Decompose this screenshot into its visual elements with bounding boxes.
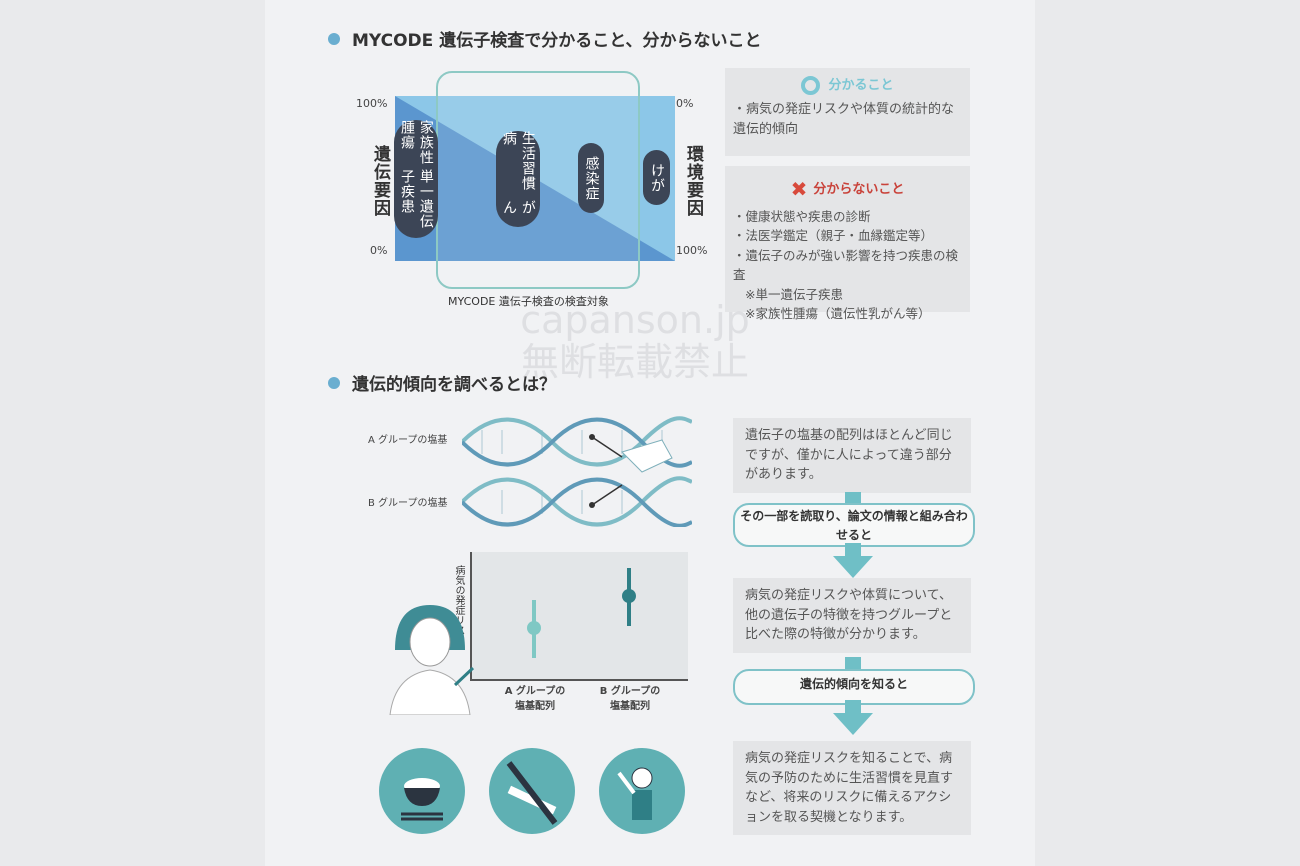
known-box: 分かること ・病気の発症リスクや体質の統計的な遺伝的傾向 bbox=[725, 68, 970, 156]
cross-icon: ✖ bbox=[790, 177, 808, 201]
pill-lifestyle: 生活習慣病がん bbox=[496, 131, 540, 227]
down-arrow-icon bbox=[833, 713, 873, 735]
unknown-box: ✖ 分からないこと ・健康状態や疾患の診断 ・法医学鑑定（親子・血縁鑑定等） ・遺… bbox=[725, 166, 970, 321]
genetic-factor-label: 遺伝要因 bbox=[370, 145, 390, 217]
dna-b-label: B グループの塩基 bbox=[368, 498, 448, 509]
pill-text: がん bbox=[501, 199, 536, 215]
watermark-line: 無断転載禁止 bbox=[520, 339, 749, 384]
meal-icon bbox=[379, 748, 465, 834]
doctor-illustration bbox=[389, 605, 475, 715]
circle-icon bbox=[801, 76, 821, 95]
pill-text: 生活習慣病 bbox=[501, 131, 536, 191]
section-title-2: 遺伝的傾向を調べるとは？ bbox=[328, 370, 556, 395]
chart-caption: MYCODE 遺伝子検査の検査対象 bbox=[448, 295, 609, 308]
dna-a-label: A グループの塩基 bbox=[368, 435, 448, 446]
arrow-stem bbox=[845, 543, 861, 557]
right-bottom-pct: 100% bbox=[676, 244, 708, 257]
point-a bbox=[527, 621, 541, 635]
unknown-item: ・健康状態や疾患の診断 bbox=[733, 209, 871, 224]
arrow-stem bbox=[845, 492, 861, 504]
section-title-text: 遺伝的傾向を調べるとは？ bbox=[352, 375, 556, 395]
x-label-a: A グループの塩基配列 bbox=[504, 686, 566, 712]
section-title-1: MYCODE 遺伝子検査で分かること、分からないこと bbox=[328, 26, 762, 51]
no-smoking-icon bbox=[489, 748, 575, 834]
bullet-dot-icon bbox=[328, 376, 340, 389]
pill-text: けが bbox=[648, 162, 665, 193]
right-top-pct: 0% bbox=[676, 97, 694, 110]
unknown-note: ※単一遺伝子疾患 bbox=[745, 286, 843, 302]
left-bottom-pct: 0% bbox=[370, 244, 388, 257]
bullet-dot-icon bbox=[328, 32, 340, 45]
known-item: ・病気の発症リスクや体質の統計的な遺伝的傾向 bbox=[733, 102, 955, 138]
section-title-text: MYCODE 遺伝子検査で分かること、分からないこと bbox=[352, 31, 762, 51]
pill-text: 家族性腫瘍 bbox=[399, 120, 434, 165]
pill-text: 感染症 bbox=[583, 155, 600, 201]
exercise-icon bbox=[599, 748, 685, 834]
down-arrow-icon bbox=[833, 556, 873, 578]
arrow-stem bbox=[845, 700, 861, 714]
flow-action-2: 遺伝的傾向を知ると bbox=[733, 669, 975, 705]
graph-ylabel: 病気の発症リスク bbox=[453, 565, 464, 645]
pill-text: 単一遺伝子疾患 bbox=[399, 169, 434, 230]
unknown-title: 分からないこと bbox=[813, 182, 905, 197]
y-axis bbox=[470, 552, 472, 680]
dna-illustration bbox=[462, 416, 692, 527]
flow-action-1: その一部を読取り、論文の情報と組み合わせると bbox=[733, 503, 975, 547]
x-label-b: B グループの塩基配列 bbox=[599, 686, 661, 712]
arrow-stem bbox=[845, 657, 861, 669]
flow-step-1: 遺伝子の塩基の配列はほとんど同じですが、僅かに人によって違う部分があります。 bbox=[733, 418, 971, 493]
pill-single-gene: 家族性腫瘍単一遺伝子疾患 bbox=[394, 120, 438, 238]
pill-infection: 感染症 bbox=[578, 143, 604, 213]
environment-factor-label: 環境要因 bbox=[683, 145, 703, 217]
unknown-item: ・法医学鑑定（親子・血縁鑑定等） bbox=[733, 228, 934, 244]
point-b bbox=[622, 589, 636, 603]
x-axis bbox=[470, 679, 688, 681]
left-top-pct: 100% bbox=[356, 97, 388, 110]
risk-graph bbox=[470, 552, 688, 680]
pointing-hand-icon bbox=[621, 439, 673, 473]
unknown-note: ※家族性腫瘍（遺伝性乳がん等） bbox=[745, 305, 931, 321]
watermark-line: capanson.jp bbox=[520, 298, 750, 342]
unknown-item: ・遺伝子のみが強い影響を持つ疾患の検査 bbox=[733, 247, 959, 283]
flow-step-2: 病気の発症リスクや体質について、他の遺伝子の特徴を持つグループと比べた際の特徴が… bbox=[733, 578, 971, 653]
known-title: 分かること bbox=[828, 78, 894, 93]
pill-injury: けが bbox=[643, 150, 670, 205]
flow-step-3: 病気の発症リスクを知ることで、病気の予防のために生活習慣を見直すなど、将来のリス… bbox=[733, 741, 971, 835]
